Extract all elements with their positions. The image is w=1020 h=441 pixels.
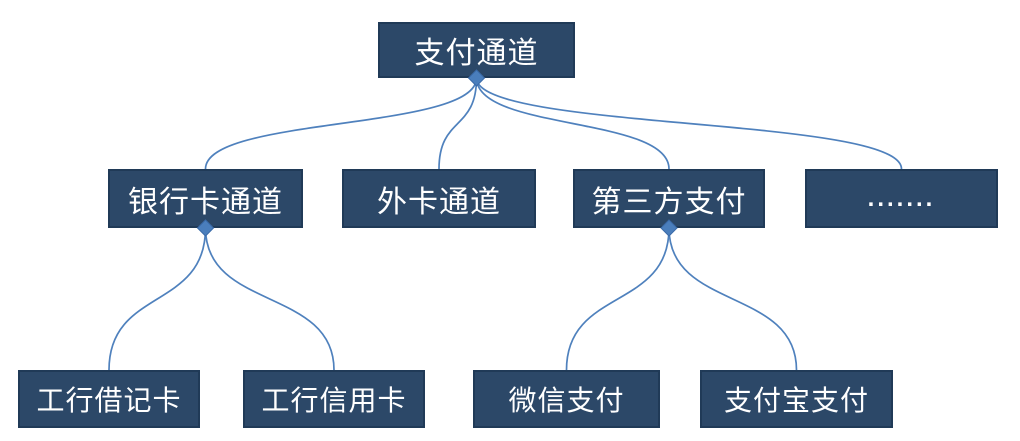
connector-third-party-payment-to-wechat-pay bbox=[565, 227, 670, 371]
connector-payment-channel-to-bank-card-channel bbox=[204, 77, 478, 170]
node-foreign-card-channel: 外卡通道 bbox=[342, 169, 536, 228]
node-icbc-debit-card: 工行借记卡 bbox=[18, 370, 200, 428]
node-payment-channel: 支付通道 bbox=[378, 22, 575, 78]
node-more-channels: ....... bbox=[805, 169, 998, 228]
node-wechat-pay: 微信支付 bbox=[473, 370, 660, 428]
connector-bank-card-channel-to-icbc-debit-card bbox=[108, 227, 207, 371]
node-third-party-payment: 第三方支付 bbox=[573, 169, 765, 228]
connector-payment-channel-to-foreign-card-channel bbox=[438, 77, 478, 170]
node-alipay-pay: 支付宝支付 bbox=[700, 370, 893, 428]
node-bank-card-channel: 银行卡通道 bbox=[108, 169, 303, 228]
connector-third-party-payment-to-alipay-pay bbox=[668, 227, 798, 371]
node-icbc-credit-card: 工行信用卡 bbox=[243, 370, 425, 428]
connector-payment-channel-to-more-channels bbox=[475, 77, 903, 170]
connector-payment-channel-to-third-party-payment bbox=[475, 77, 670, 170]
connector-bank-card-channel-to-icbc-credit-card bbox=[204, 227, 335, 371]
